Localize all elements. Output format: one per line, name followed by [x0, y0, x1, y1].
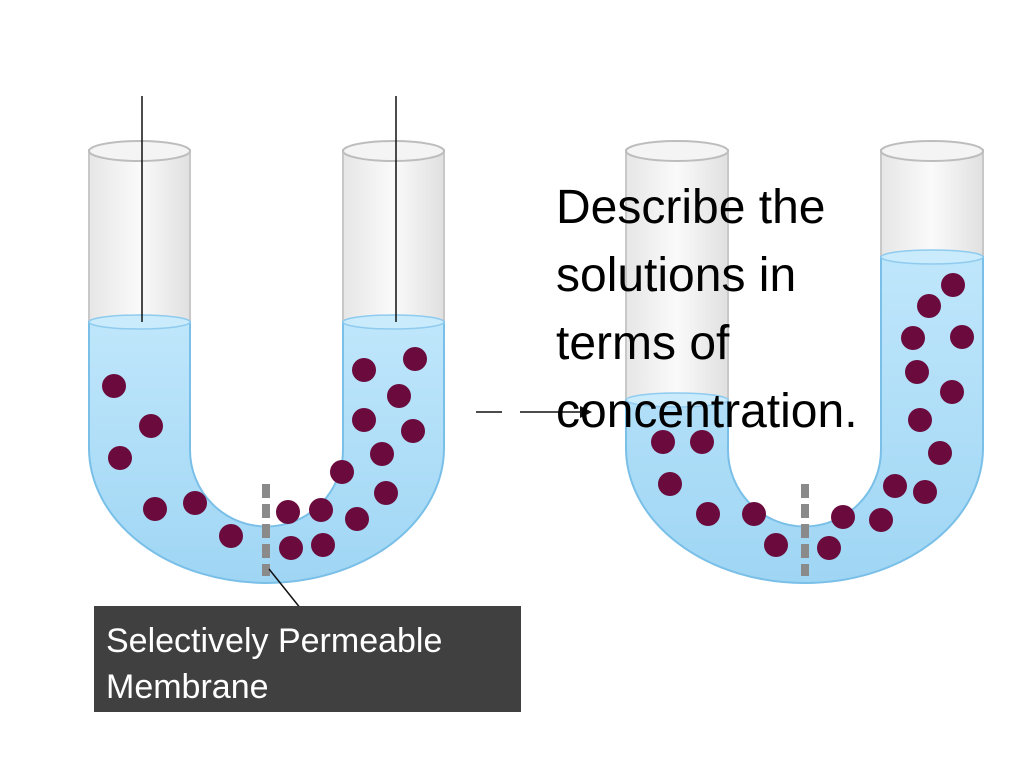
solute-particle: [370, 442, 394, 466]
solute-particle: [143, 497, 167, 521]
glass-left-arm: [625, 149, 729, 401]
solute-particle: [696, 502, 720, 526]
solute-particle: [658, 472, 682, 496]
solute-particle: [311, 533, 335, 557]
solute-particle: [905, 360, 929, 384]
solute-particle: [950, 325, 974, 349]
solute-particle: [941, 273, 965, 297]
solute-particle: [219, 524, 243, 548]
surface-right-after: [880, 249, 984, 265]
u-tube-after: [625, 140, 984, 584]
question-text: Describe the solutions in terms of conce…: [556, 181, 858, 438]
solute-particle: [108, 446, 132, 470]
solute-particle: [276, 500, 300, 524]
solute-particle: [352, 358, 376, 382]
solute-particles-after: [651, 273, 974, 560]
solute-particle: [883, 474, 907, 498]
solute-particle: [345, 507, 369, 531]
solute-particle: [183, 491, 207, 515]
glass-rim-right: [342, 140, 445, 162]
glass-rim-left: [625, 140, 729, 162]
solute-particle: [651, 430, 675, 454]
solute-particle: [387, 384, 411, 408]
glass-right-arm: [342, 149, 445, 321]
glass-right-arm: [880, 149, 984, 261]
surface-left-after: [625, 392, 729, 408]
solute-particle: [102, 374, 126, 398]
solution-body-after: [625, 256, 984, 584]
membrane-label: Selectively Permeable Membrane: [94, 606, 521, 712]
solute-particle: [831, 505, 855, 529]
solute-particle: [690, 430, 714, 454]
solute-particle: [403, 347, 427, 371]
solute-particles-before: [102, 347, 427, 560]
solute-particle: [917, 294, 941, 318]
solute-particle: [330, 460, 354, 484]
glass-left-arm: [88, 149, 191, 321]
solute-particle: [742, 502, 766, 526]
solute-particle: [928, 441, 952, 465]
solute-particle: [817, 536, 841, 560]
solute-particle: [908, 408, 932, 432]
solute-particle: [309, 498, 333, 522]
solute-particle: [913, 480, 937, 504]
solute-particle: [401, 419, 425, 443]
transition-arrow: [476, 406, 592, 418]
solute-particle: [374, 481, 398, 505]
surface-left-before: [88, 314, 191, 330]
solute-particle: [139, 414, 163, 438]
solute-particle: [352, 408, 376, 432]
solute-particle: [940, 380, 964, 404]
solute-particle: [869, 508, 893, 532]
solute-particle: [764, 533, 788, 557]
solute-particle: [279, 536, 303, 560]
u-tube-before: [88, 96, 445, 584]
surface-right-before: [342, 314, 445, 330]
glass-rim-right: [880, 140, 984, 162]
glass-rim-left: [88, 140, 191, 162]
solute-particle: [901, 326, 925, 350]
